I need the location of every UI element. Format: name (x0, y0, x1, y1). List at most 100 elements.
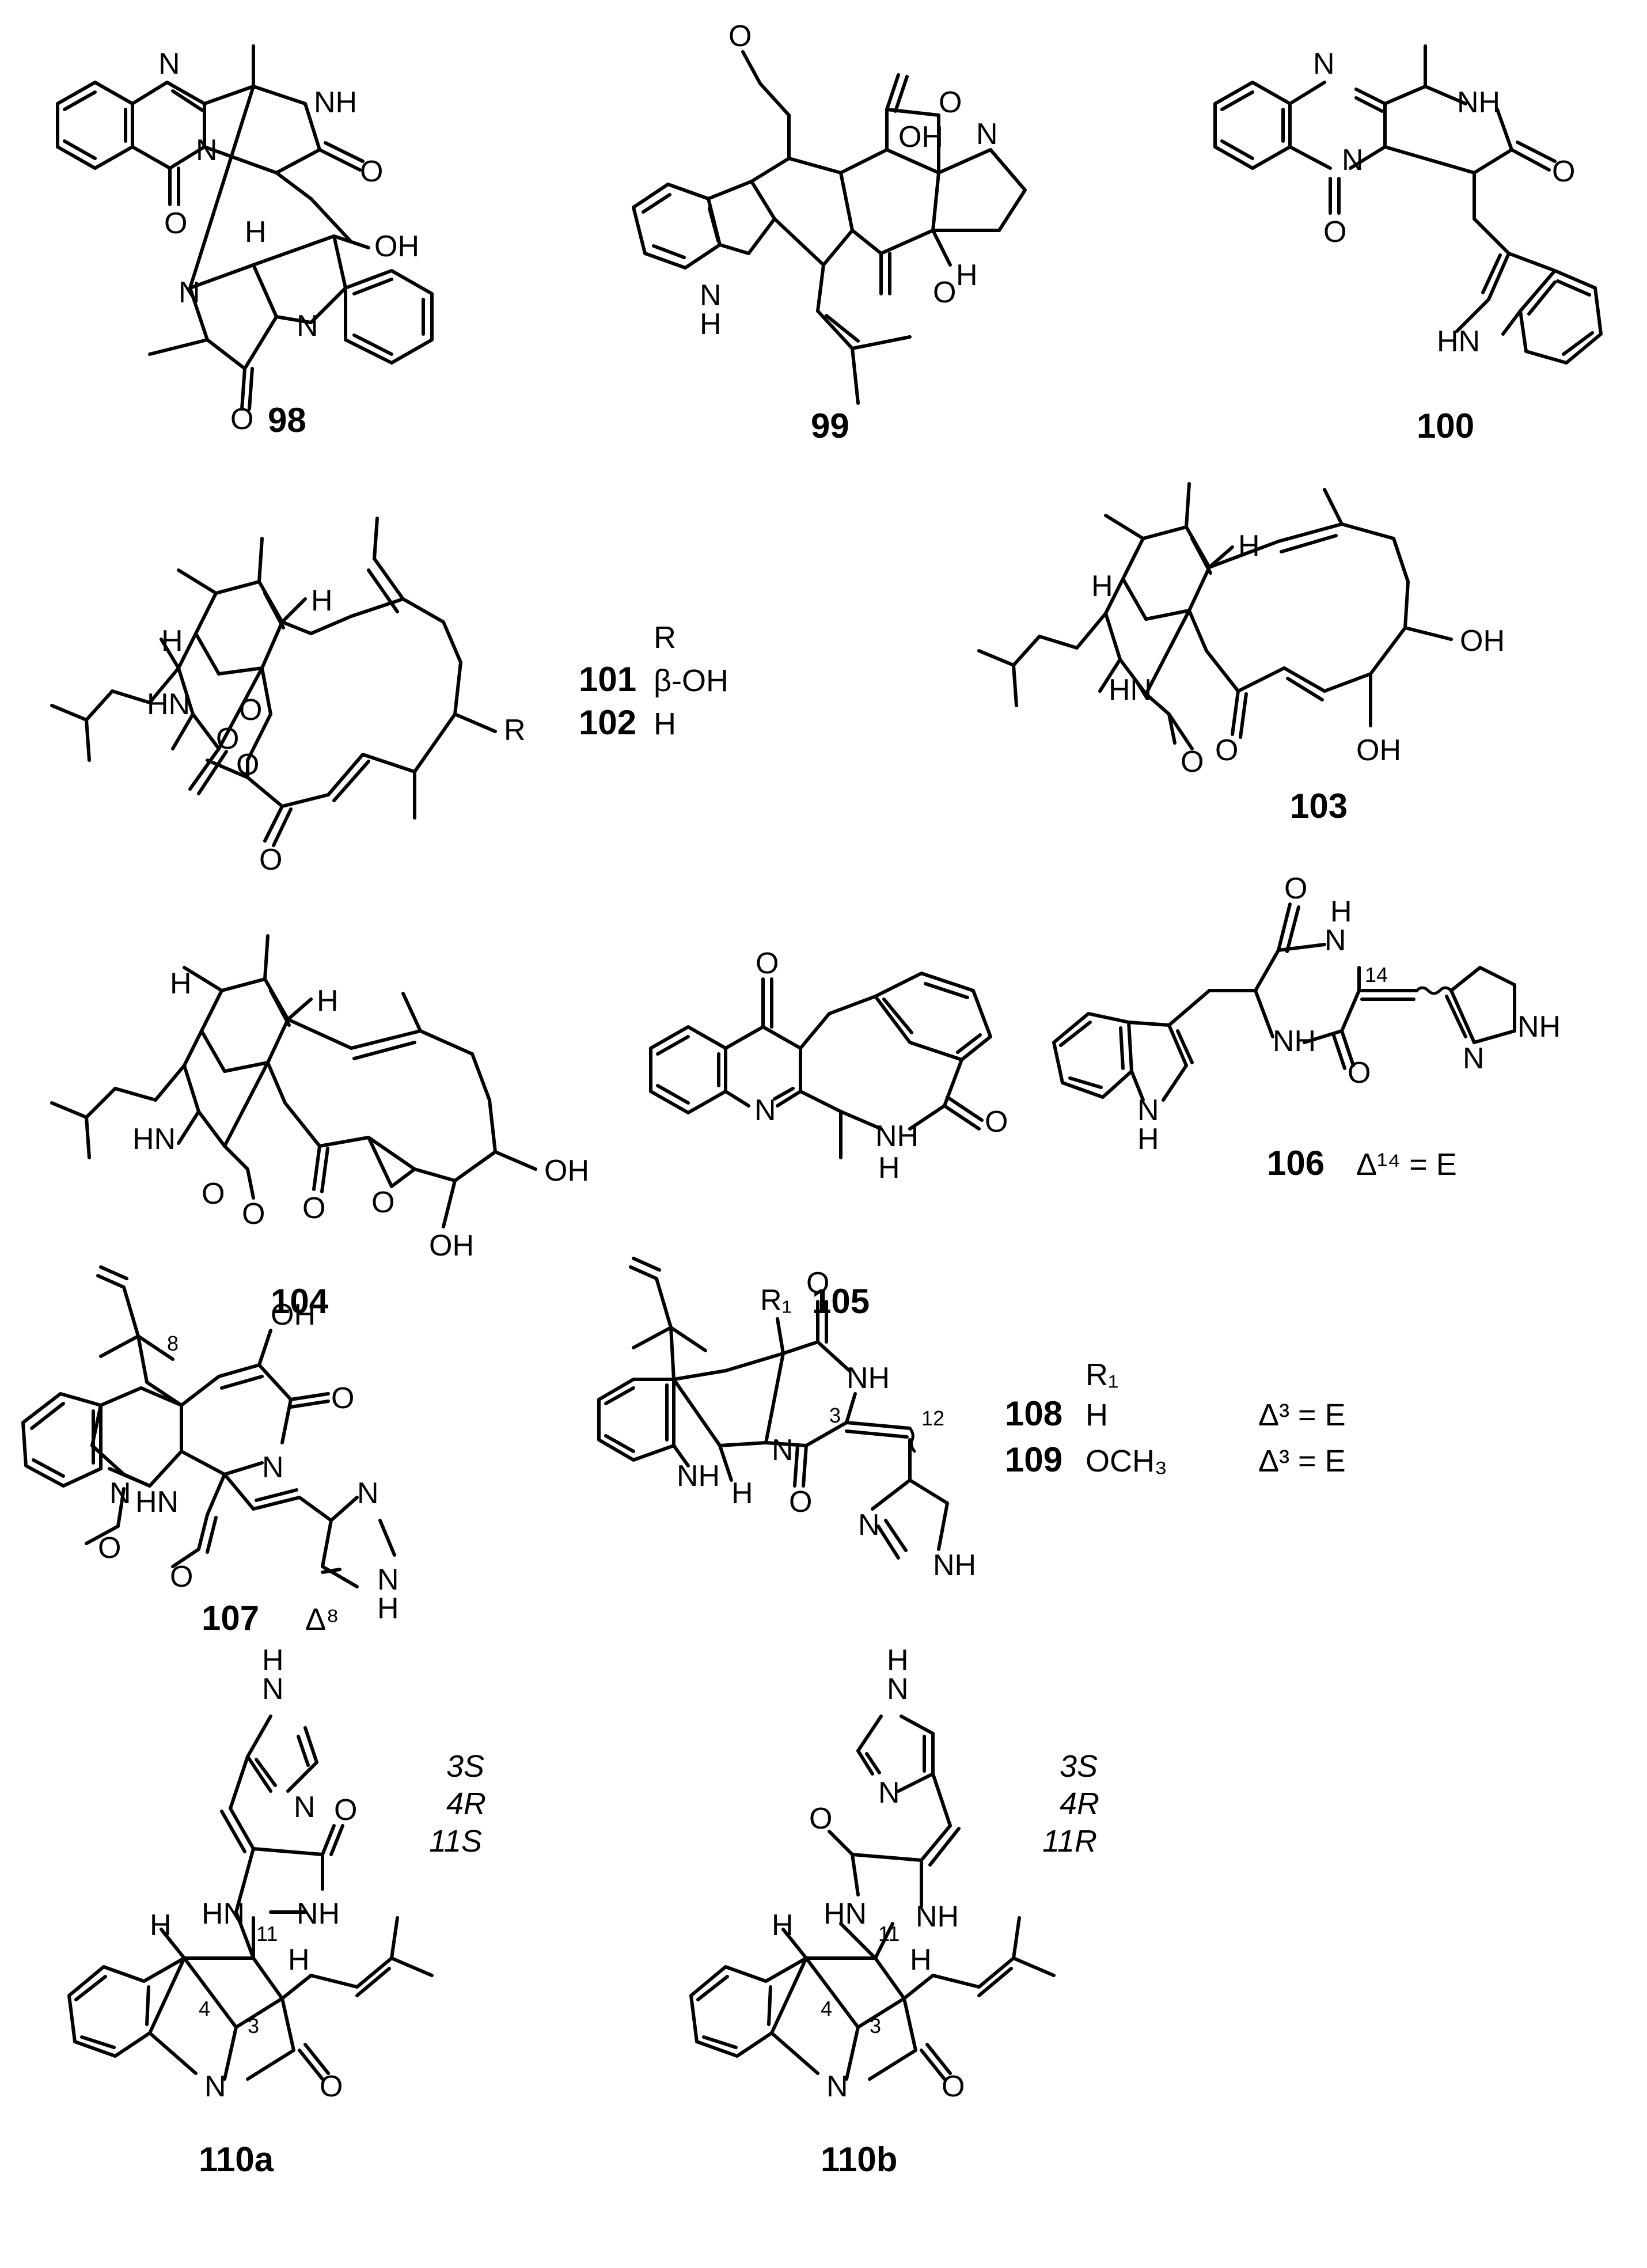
compound-label-110a: 110a (199, 2140, 274, 2179)
atom-O: O (756, 947, 779, 980)
atom-N: N (858, 1508, 880, 1542)
stereo-110b-2: 11R (1042, 1824, 1097, 1859)
atom-N: N (109, 1477, 131, 1510)
r1-table-header: R₁ (1086, 1357, 1118, 1392)
stereo-110a-0: 3S (446, 1749, 484, 1784)
atom-NH: NH (847, 1361, 890, 1395)
atom-O: O (239, 693, 262, 727)
compound-label-104: 104 (271, 1282, 329, 1321)
atom-number-3: 3 (829, 1404, 841, 1427)
structure-98: N N NH O O OH H N N O 98 (56, 44, 434, 439)
atom-H: H (245, 215, 267, 249)
atom-H: H (161, 624, 183, 658)
atom-N: N (754, 1094, 776, 1127)
atom-NH: N (377, 1563, 399, 1596)
stereo-110b-0: 3S (1060, 1749, 1098, 1784)
atom-O: O (789, 1485, 812, 1519)
atom-number-3: 3 (248, 2014, 259, 2038)
atom-number-4: 4 (199, 1997, 210, 2020)
compound-label-98: 98 (268, 401, 306, 439)
atom-O: O (98, 1531, 121, 1565)
atom-O: O (939, 86, 962, 119)
atom-H: H (731, 1477, 753, 1510)
atom-number-11: 11 (256, 1922, 278, 1945)
atom-N: N (179, 276, 200, 309)
atom-N: N (262, 1672, 284, 1706)
atom-H: H (910, 1943, 932, 1977)
atom-H: H (1238, 529, 1260, 563)
atom-number-11: 11 (878, 1922, 900, 1945)
atom-O: O (933, 276, 956, 309)
atom-N: N (772, 1433, 794, 1467)
atom-O: O (806, 1266, 829, 1300)
atom-O: O (728, 20, 752, 53)
atom-H: H (1091, 570, 1113, 603)
compound-label-107: 107 (202, 1599, 259, 1637)
compound-label-106: 106 (1267, 1144, 1325, 1182)
atom-O: O (230, 403, 253, 436)
atom-NH: NH (314, 86, 357, 119)
note-107: Δ⁸ (305, 1602, 339, 1637)
atom-OH: OH (1356, 734, 1401, 767)
atom-HN: HN (824, 1897, 867, 1931)
stereo-110a-1: 4R (446, 1787, 486, 1821)
atom-H: H (150, 1909, 172, 1942)
atom-N: N (196, 134, 218, 167)
atom-N: N (357, 1477, 379, 1510)
atom-H: H (170, 967, 192, 1000)
atom-O: O (236, 748, 259, 782)
note-106: Δ¹⁴ = E (1356, 1147, 1457, 1182)
atom-O: O (1552, 155, 1575, 188)
structure-106: O N H NH O 14 N NH N H 106 Δ¹⁴ = E (1052, 872, 1561, 1182)
atom-O: O (259, 843, 282, 877)
stereo-110a-2: 11S (429, 1824, 482, 1859)
compound-label-109: 109 (1005, 1440, 1062, 1479)
structure-101-102: H H HN O O O O R R 101 β-OH 102 H (50, 517, 728, 877)
atom-H: H (700, 308, 722, 341)
compound-label-99: 99 (811, 407, 849, 445)
compound-label-101: 101 (579, 660, 636, 699)
atom-N: N (976, 117, 998, 151)
atom-number-12: 12 (921, 1406, 944, 1430)
atom-O: O (1215, 734, 1238, 767)
atom-N: N (878, 1776, 900, 1810)
atom-H: H (288, 1943, 310, 1977)
atom-O: O (360, 155, 383, 188)
atom-N: N (204, 2070, 226, 2103)
compound-label-100: 100 (1417, 407, 1474, 445)
atom-R: R (504, 714, 526, 747)
atom-OH: OH (374, 230, 419, 263)
atom-N: N (1463, 1042, 1485, 1075)
structure-104: H H HN O O O O OH OH 104 (50, 934, 589, 1321)
atom-NH: NH (1273, 1025, 1316, 1058)
compound-label-110b: 110b (821, 2140, 897, 2179)
atom-HN: HN (135, 1485, 179, 1519)
compound-label-105: 105 (812, 1282, 870, 1321)
atom-O: O (302, 1192, 325, 1225)
atom-H: H (377, 1592, 399, 1625)
atom-HN: HN (202, 1897, 245, 1931)
atom-N: N (1342, 143, 1364, 177)
structure-103: H H HN O O OH OH 103 (977, 482, 1505, 825)
atom-N: N (262, 1451, 284, 1484)
atom-H: H (262, 1644, 284, 1677)
structure-100: N N NH O O HN 100 (1213, 44, 1603, 445)
atom-O: O (164, 207, 187, 240)
atom-NH: NH (875, 1120, 919, 1153)
compound-label-103: 103 (1290, 787, 1348, 825)
atom-O: O (331, 1382, 354, 1415)
atom-H: H (317, 984, 339, 1018)
atom-O: O (202, 1177, 225, 1211)
atom-N: N (1313, 47, 1335, 81)
atom-O: O (320, 2070, 343, 2103)
atom-O: O (942, 2070, 965, 2103)
atom-HN: HN (147, 688, 190, 721)
atom-O: O (1348, 1056, 1371, 1090)
structure-105: O N NH H O 105 (649, 947, 1008, 1321)
atom-O: O (170, 1560, 193, 1594)
note-109: Δ³ = E (1258, 1444, 1346, 1478)
atom-O: O (216, 722, 239, 756)
atom-O: O (242, 1197, 265, 1231)
atom-OH: OH (271, 1298, 316, 1332)
atom-H: H (878, 1151, 900, 1185)
